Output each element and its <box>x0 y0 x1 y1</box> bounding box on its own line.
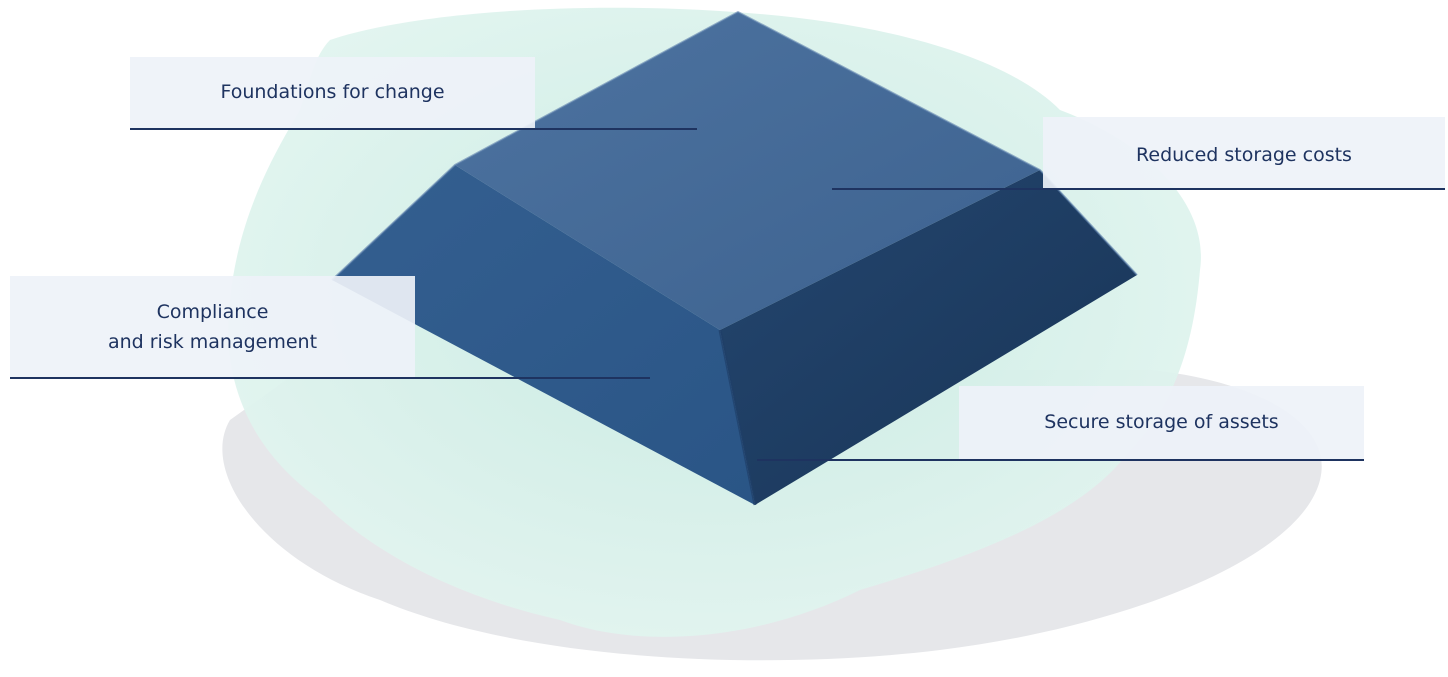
block-right-face <box>720 170 1137 505</box>
callout-secure-storage-line <box>757 459 1364 461</box>
block-edge-highlight <box>331 10 1138 281</box>
callout-storage-costs-box <box>1043 117 1445 189</box>
callout-secure-storage-label: Secure storage of assets <box>1044 411 1279 433</box>
block-top-face <box>455 12 1040 330</box>
block-front-edge <box>718 329 757 506</box>
callout-compliance-label-line2: and risk management <box>107 331 318 353</box>
callout-foundations-label: Foundations for change <box>220 81 445 103</box>
callout-compliance-box <box>10 276 415 378</box>
callout-storage-costs-label: Reduced storage costs <box>1136 144 1352 166</box>
callout-foundations-line <box>130 128 697 130</box>
callout-secure-storage-box <box>959 386 1364 460</box>
block-left-face <box>332 165 755 505</box>
callout-storage-costs-line <box>832 188 1445 190</box>
callout-compliance-line <box>10 377 650 379</box>
callout-compliance-label-line1: Compliance <box>156 301 269 323</box>
callout-foundations-box <box>130 57 535 129</box>
